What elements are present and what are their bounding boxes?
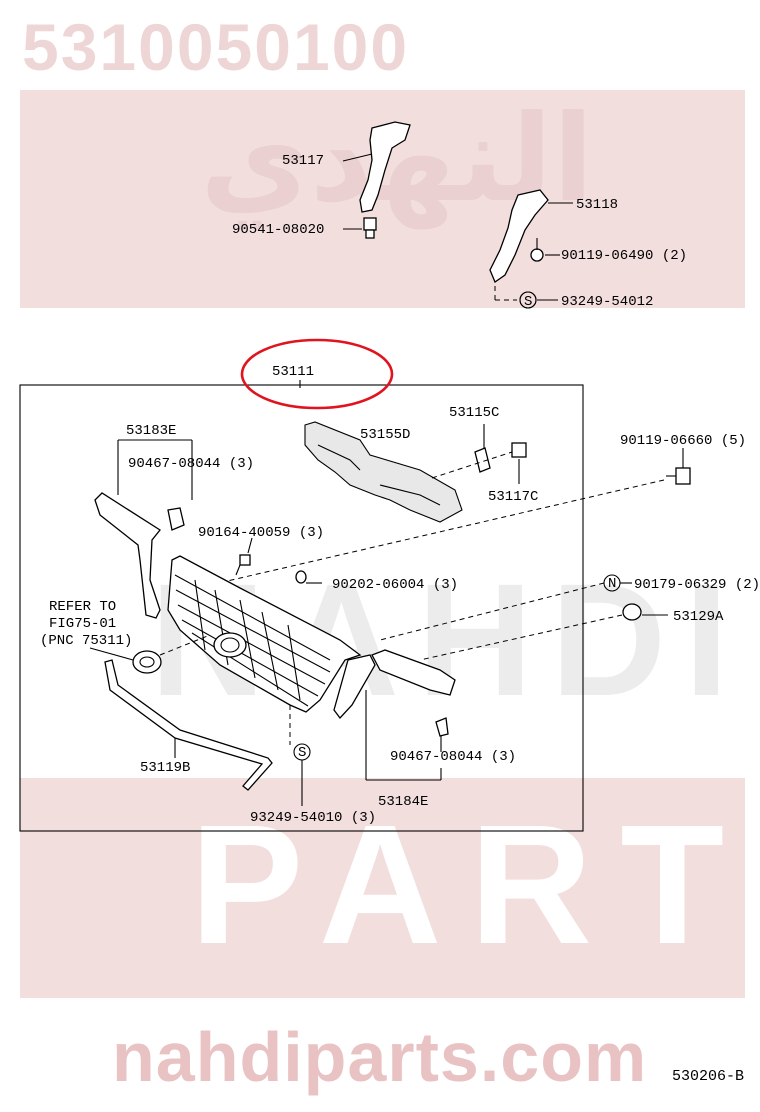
label-90164-40059: 90164-40059 (3) [198, 525, 324, 541]
label-53115c: 53115C [449, 405, 499, 421]
highlight-ellipse [240, 338, 394, 410]
watermark-parts: PARTS [190, 790, 760, 980]
s-mark-bottom: S [298, 745, 306, 761]
clip-53115c [474, 447, 491, 473]
cap-53129a [622, 603, 642, 621]
bracket-53184e [371, 649, 456, 696]
bracket-53118 [489, 189, 549, 283]
clip-53117c [511, 442, 527, 458]
panel-53155d [304, 421, 463, 523]
label-93249-54010: 93249-54010 (3) [250, 810, 376, 826]
label-90467-08044-a: 90467-08044 (3) [128, 456, 254, 472]
document-reference: 530206-B [671, 1068, 744, 1085]
n-mark: N [608, 576, 616, 592]
label-90179-06329: 90179-06329 (2) [634, 577, 760, 593]
label-pnc-75311: (PNC 75311) [40, 633, 132, 649]
grille-53111 [167, 555, 362, 713]
label-fig75-01: FIG75-01 [49, 616, 116, 632]
part-number-title: 5310050100 [22, 10, 410, 84]
label-53129a: 53129A [673, 609, 724, 625]
clip-90467-b [435, 717, 449, 737]
bracket-53117 [359, 121, 411, 239]
washer-90202 [295, 570, 307, 584]
label-53184e: 53184E [378, 794, 428, 810]
label-53111: 53111 [272, 364, 314, 380]
label-90119-06660: 90119-06660 (5) [620, 433, 746, 449]
label-53118: 53118 [576, 197, 618, 213]
label-90467-08044-b: 90467-08044 (3) [390, 749, 516, 765]
label-90541-08020: 90541-08020 [232, 222, 324, 238]
label-90202-06004: 90202-06004 (3) [332, 577, 458, 593]
label-53117c: 53117C [488, 489, 538, 505]
label-53155d: 53155D [360, 427, 410, 443]
site-watermark: nahdiparts.com [112, 1018, 648, 1096]
screw-90164 [235, 554, 251, 576]
emblem-75311 [132, 650, 162, 674]
label-90119-06490: 90119-06490 (2) [561, 248, 687, 264]
s-mark-top: S [524, 294, 532, 310]
label-93249-54012: 93249-54012 [561, 294, 653, 310]
watermark-band-bottom [20, 778, 745, 998]
label-53119b: 53119B [140, 760, 190, 776]
moulding-53119b [104, 659, 273, 791]
label-53117: 53117 [282, 153, 324, 169]
label-53183e: 53183E [126, 423, 176, 439]
bolt-90119-06660 [666, 467, 691, 485]
bracket-53183e [94, 492, 185, 619]
label-refer-to: REFER TO [49, 599, 116, 615]
s-mark-circle-top [519, 291, 537, 309]
grille-side-piece [333, 654, 376, 720]
assembly-frame [19, 384, 584, 832]
